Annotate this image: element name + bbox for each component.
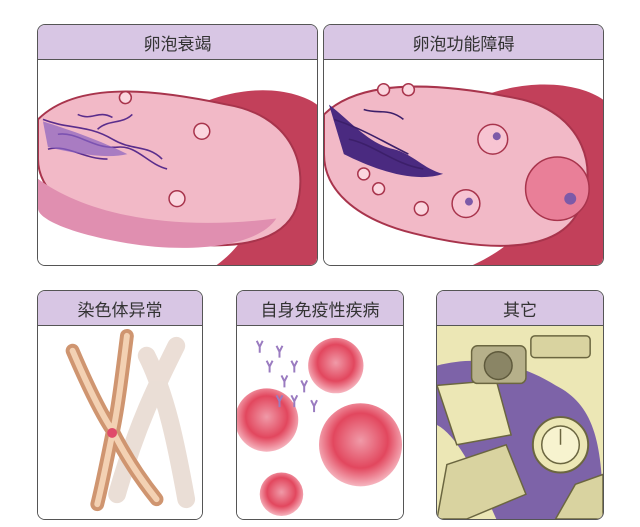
ovary-illustration — [38, 60, 317, 265]
panel-other: 其它 — [436, 290, 604, 520]
panel-title: 卵泡衰竭 — [38, 25, 317, 60]
panel-title: 卵泡功能障碍 — [324, 25, 603, 60]
cells-illustration — [237, 326, 403, 519]
panel-autoimmune-disease: 自身免疫性疾病 — [236, 290, 404, 520]
chromosome-illustration — [38, 326, 202, 519]
machine-illustration — [437, 326, 603, 519]
ovary-illustration — [324, 60, 603, 265]
panel-title: 染色体异常 — [38, 291, 202, 326]
panel-chromosome-abnormality: 染色体异常 — [37, 290, 203, 520]
panel-title: 其它 — [437, 291, 603, 326]
panel-follicle-exhaustion: 卵泡衰竭 — [37, 24, 318, 266]
panel-follicle-dysfunction: 卵泡功能障碍 — [323, 24, 604, 266]
panel-title: 自身免疫性疾病 — [237, 291, 403, 326]
